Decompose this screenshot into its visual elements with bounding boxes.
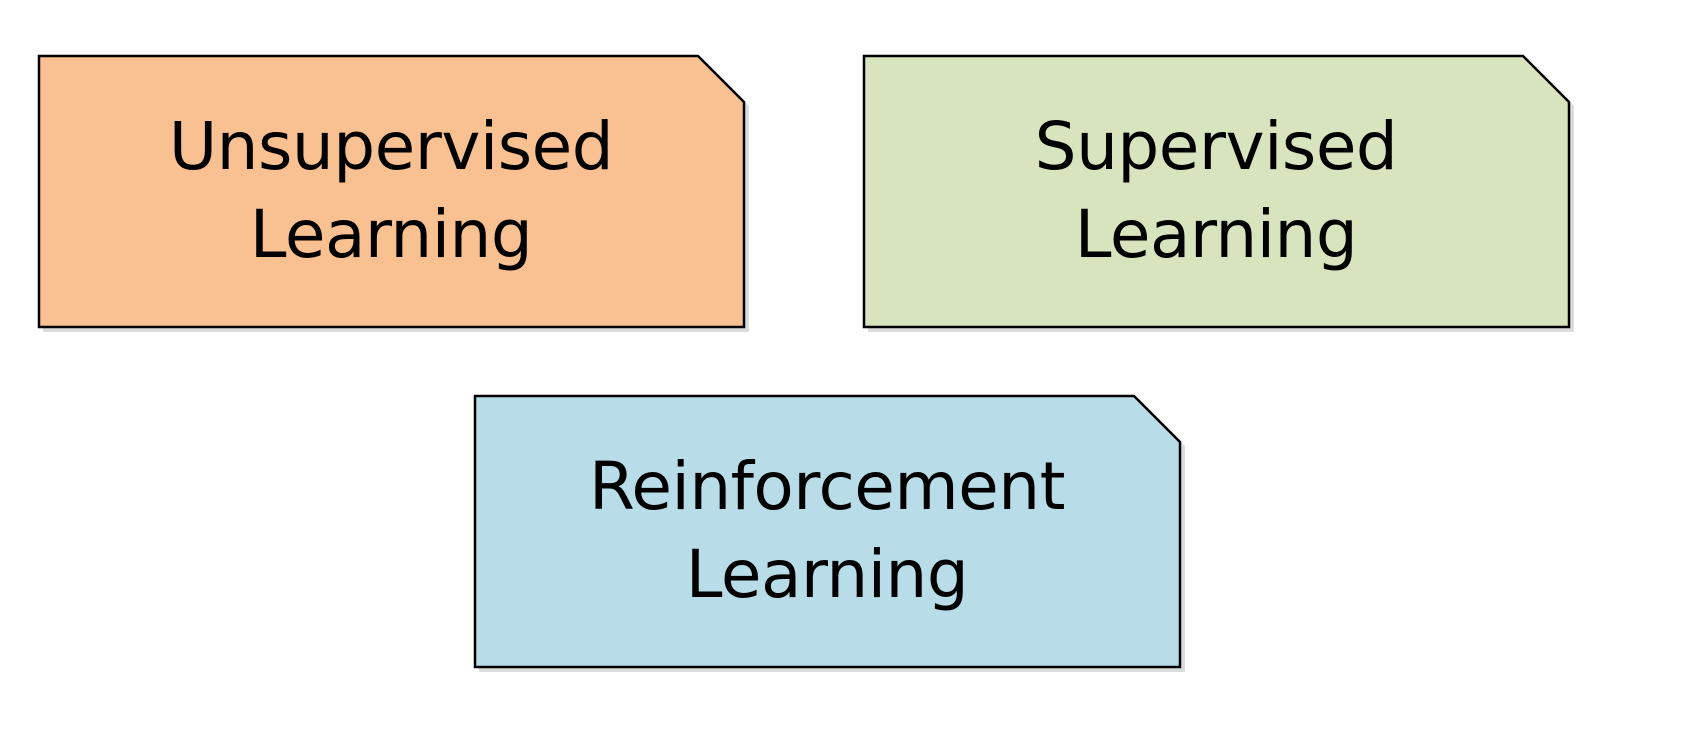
card-body: [473, 394, 1182, 669]
card-label-line2: Learning: [249, 196, 533, 273]
card-label: Reinforcement Learning: [474, 395, 1180, 667]
card-label: Unsupervised Learning: [38, 55, 744, 327]
card-body: [862, 54, 1571, 329]
unsupervised-card-shape: [37, 54, 749, 332]
supervised-learning-card: Supervised Learning: [862, 54, 1574, 332]
reinforcement-card-shape: [473, 394, 1185, 672]
card-label-line2: Learning: [685, 536, 969, 613]
unsupervised-learning-card: Unsupervised Learning: [37, 54, 749, 332]
reinforcement-learning-card: Reinforcement Learning: [473, 394, 1185, 672]
card-label: Supervised Learning: [863, 55, 1569, 327]
card-label-line1: Supervised: [1034, 108, 1398, 185]
card-label-line1: Unsupervised: [168, 108, 614, 185]
card-label-line2: Learning: [1074, 196, 1358, 273]
card-label-line1: Reinforcement: [589, 448, 1065, 525]
supervised-card-shape: [862, 54, 1574, 332]
card-body: [37, 54, 746, 329]
